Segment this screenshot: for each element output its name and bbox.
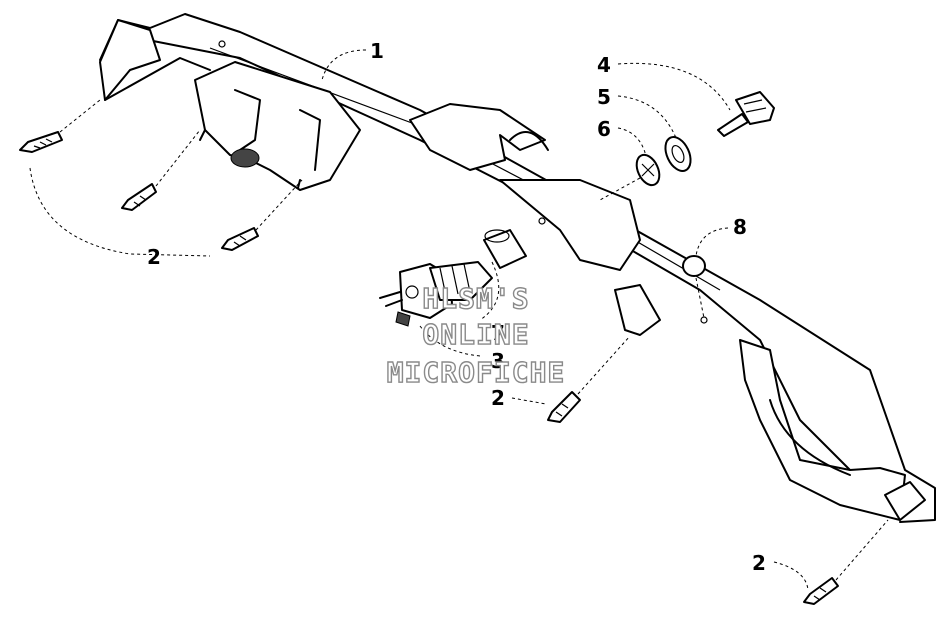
callout-8: 8 xyxy=(733,215,747,239)
leader-callout-7 xyxy=(479,261,500,321)
leader-callout-3 xyxy=(419,325,481,357)
leader-part-6-to-bracket xyxy=(599,177,641,201)
watermark-line-3: MICROFICHE xyxy=(387,356,566,389)
leader-screw-left-2 xyxy=(155,129,201,187)
part-1-console-bracket xyxy=(99,13,936,523)
callout-5: 5 xyxy=(597,85,611,109)
watermark: HLSM'S ONLINE MICROFICHE xyxy=(386,281,566,389)
leader-screw-left-1 xyxy=(59,99,101,133)
part-7-switch-sleeve xyxy=(483,229,527,269)
part-2-screw-bottom xyxy=(803,577,839,605)
part-2-screw-top-left xyxy=(19,131,63,153)
callout-1: 1 xyxy=(370,39,384,63)
leader-callout-2-left xyxy=(29,167,211,257)
leader-callout-5 xyxy=(617,95,677,139)
leader-screw-center xyxy=(577,335,631,395)
leader-callout-4 xyxy=(617,62,731,111)
watermark-line-1: HLSM'S xyxy=(422,282,529,315)
leader-callout-8 xyxy=(695,227,729,257)
leader-part-8-to-bracket xyxy=(695,277,705,319)
leader-screw-left-3 xyxy=(255,179,303,231)
leader-callout-6 xyxy=(617,127,647,157)
callout-6: 6 xyxy=(597,117,611,141)
callout-4: 4 xyxy=(597,53,611,77)
part-5-nut xyxy=(664,136,692,172)
leader-callout-2-bottom xyxy=(773,561,809,591)
part-2-screw-mid-left xyxy=(121,183,157,211)
watermark-line-2: ONLINE xyxy=(422,318,529,351)
callout-2-bottom: 2 xyxy=(752,551,766,575)
part-2-screw-center xyxy=(547,391,581,423)
callout-2-left: 2 xyxy=(147,245,161,269)
callout-2-center: 2 xyxy=(491,386,505,410)
leader-callout-1 xyxy=(321,49,367,81)
callout-7: 7 xyxy=(491,321,505,345)
part-2-screw-low-left xyxy=(221,227,259,251)
part-6-bezel xyxy=(635,153,661,187)
part-3-ignition-switch xyxy=(379,261,493,327)
part-8-plug xyxy=(682,255,706,277)
part-4-key xyxy=(717,91,775,137)
leader-callout-2-center xyxy=(511,397,547,405)
leader-screw-bottom xyxy=(835,519,889,581)
callout-3: 3 xyxy=(491,349,505,373)
